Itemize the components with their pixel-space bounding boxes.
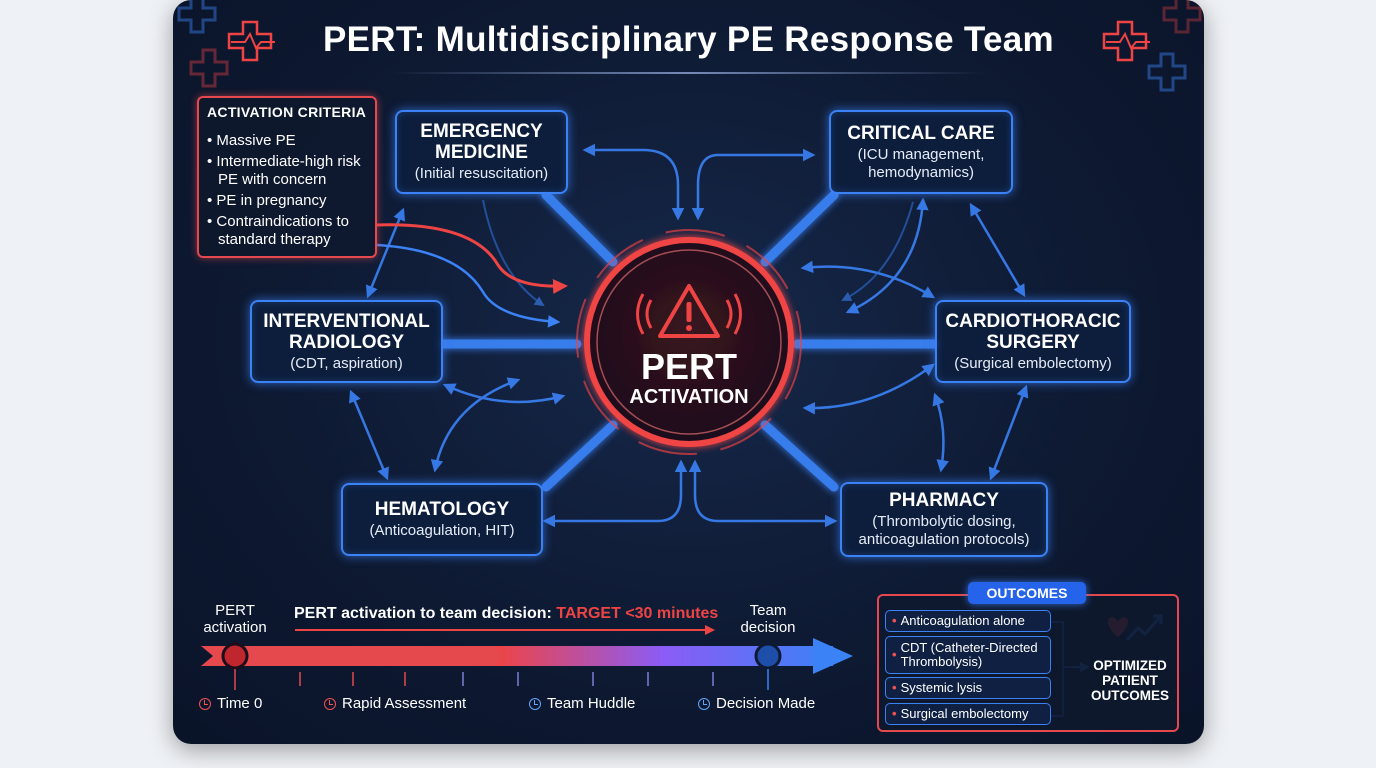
node-subtitle: (CDT, aspiration) [290, 354, 403, 372]
clock-icon [199, 697, 211, 710]
node-title: EMERGENCY MEDICINE [420, 121, 543, 163]
node-cardiothoracic-surgery: CARDIOTHORACIC SURGERY (Surgical embolec… [935, 300, 1131, 383]
phase-label: Rapid Assessment [342, 695, 467, 712]
node-subtitle: (Surgical embolectomy) [954, 354, 1112, 372]
node-interventional-radiology: INTERVENTIONAL RADIOLOGY (CDT, aspiratio… [250, 300, 443, 383]
activation-criteria-panel: ACTIVATION CRITERIA Massive PE Intermedi… [197, 96, 377, 258]
outcomes-tag: OUTCOMES [968, 582, 1086, 604]
node-pharmacy: PHARMACY (Thrombolytic dosing, anticoagu… [840, 482, 1048, 557]
timeline-target: TARGET <30 minutes [556, 605, 719, 622]
heartbeat-cross-icon [227, 20, 1150, 62]
node-subtitle: (Anticoagulation, HIT) [369, 522, 515, 539]
outcome-option-label: CDT (Catheter-Directed Thrombolysis) [900, 640, 1038, 669]
outcome-option-systemic-lysis: •Systemic lysis [885, 677, 1051, 699]
outcome-option-label: Surgical embolectomy [900, 706, 1029, 721]
list-item: Intermediate-high risk PE with concern [207, 153, 367, 189]
medical-cross-icon [177, 0, 1202, 92]
node-hematology: HEMATOLOGY (Anticoagulation, HIT) [341, 483, 543, 556]
node-title: CARDIOTHORACIC SURGERY [945, 310, 1121, 353]
pert-activation-hub [576, 229, 802, 455]
node-subtitle: (ICU management, hemodynamics) [857, 145, 985, 181]
timeline-bar [201, 625, 853, 690]
node-subtitle: (Initial resuscitation) [414, 165, 549, 182]
outcome-option-label: Anticoagulation alone [900, 613, 1025, 628]
outcome-option-anticoagulation: •Anticoagulation alone [885, 610, 1051, 632]
timeline-end-label: Team decision [740, 602, 796, 636]
connections-layer [177, 0, 1202, 717]
activation-criteria-title: ACTIVATION CRITERIA [207, 104, 367, 120]
phase-time-0: Time 0 [199, 695, 262, 712]
node-critical-care: CRITICAL CARE (ICU management, hemodynam… [829, 110, 1013, 194]
phase-decision-made: Decision Made [698, 695, 815, 712]
pert-title: PERT [640, 346, 737, 387]
outcome-option-cdt: •CDT (Catheter-Directed Thrombolysis) [885, 636, 1051, 674]
timeline-headline: PERT activation to team decision: TARGET… [294, 605, 734, 623]
list-item: PE in pregnancy [207, 192, 367, 210]
clock-icon [529, 697, 541, 710]
page-title: PERT: Multidisciplinary PE Response Team [323, 20, 1054, 59]
phase-label: Time 0 [217, 695, 263, 712]
outcome-option-label: Systemic lysis [900, 680, 983, 695]
clock-icon [324, 697, 336, 710]
clock-icon [698, 697, 710, 710]
diagram-card: PERT: Multidisciplinary PE Response Team… [173, 0, 1204, 744]
outcome-result: OPTIMIZED PATIENT OUTCOMES [1090, 658, 1169, 703]
node-title: CRITICAL CARE [847, 122, 995, 144]
node-title: HEMATOLOGY [374, 499, 510, 520]
timeline-start-label: PERT activation [203, 602, 267, 636]
outcome-option-surgical-embolectomy: •Surgical embolectomy [885, 703, 1051, 725]
list-item: Contraindications to standard therapy [207, 213, 367, 249]
timeline-headline-text: PERT activation to team decision: [294, 605, 552, 622]
phase-team-huddle: Team Huddle [529, 695, 635, 712]
title-divider [388, 72, 988, 74]
list-item: Massive PE [207, 132, 367, 150]
phase-label: Team Huddle [547, 695, 636, 712]
node-title: PHARMACY [889, 490, 999, 511]
phase-rapid-assessment: Rapid Assessment [324, 695, 466, 712]
activation-criteria-list: Massive PE Intermediate-high risk PE wit… [207, 132, 367, 249]
node-title: INTERVENTIONAL RADIOLOGY [263, 310, 430, 353]
alert-triangle-icon [636, 284, 742, 338]
phase-label: Decision Made [716, 695, 816, 712]
node-emergency-medicine: EMERGENCY MEDICINE (Initial resuscitatio… [395, 110, 568, 194]
pert-subtitle: ACTIVATION [629, 386, 749, 408]
node-subtitle: (Thrombolytic dosing, anticoagulation pr… [858, 513, 1030, 548]
